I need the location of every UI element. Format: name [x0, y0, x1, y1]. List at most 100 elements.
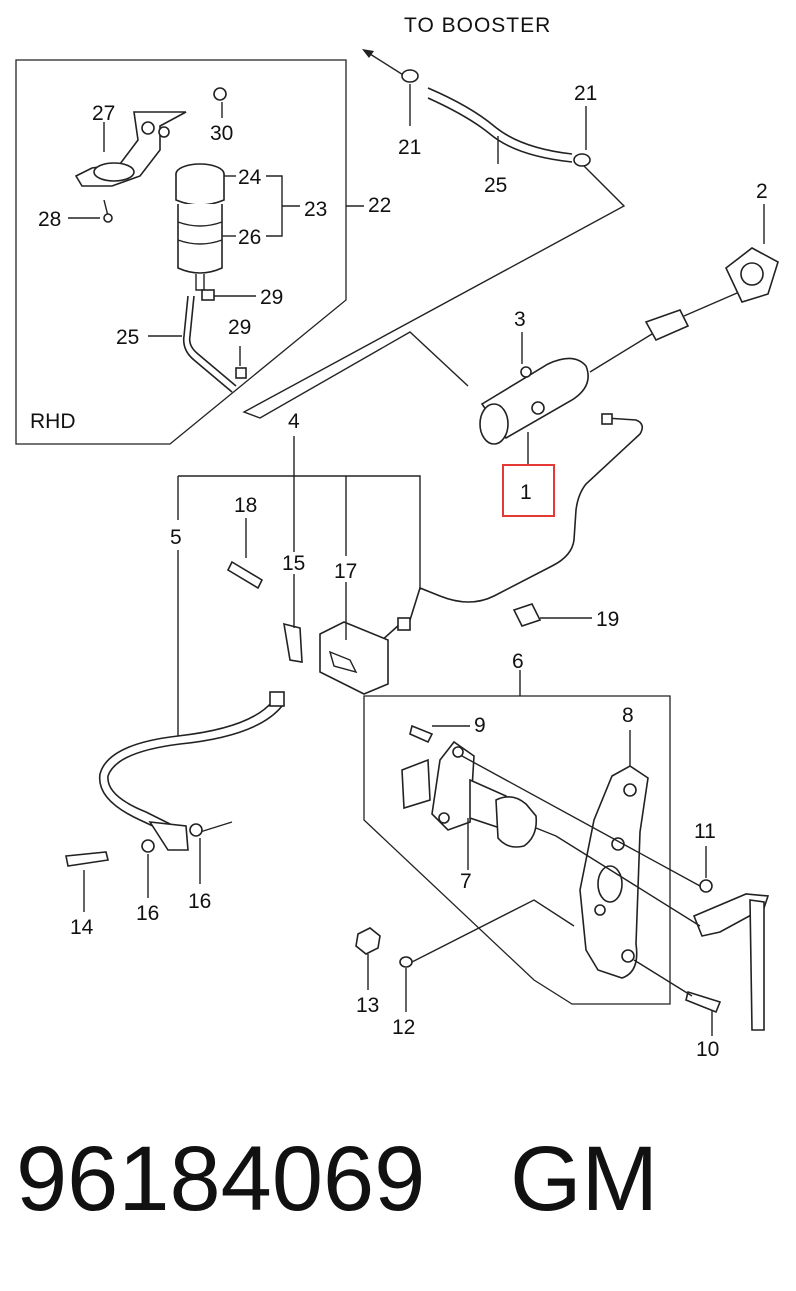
part-number: 96184069 [16, 1128, 425, 1230]
booster-hose [427, 87, 573, 155]
callout-27: 27 [92, 102, 115, 125]
clip-15 [283, 622, 303, 663]
callout-23: 23 [304, 198, 327, 221]
callout-29a: 29 [260, 286, 283, 309]
slave-bleeder-block [401, 758, 431, 810]
callout-30: 30 [210, 122, 233, 145]
plate-hole [621, 949, 635, 963]
plate-hole [594, 904, 606, 916]
bolt-9 [409, 724, 434, 744]
slave-pushrod [535, 827, 557, 837]
hose-clip-21a [401, 69, 419, 83]
callout-8: 8 [622, 704, 634, 727]
washer-12 [399, 956, 413, 968]
callout-6: 6 [512, 650, 524, 673]
callout-21a: 21 [398, 136, 421, 159]
gasket-hole [740, 262, 764, 286]
clutch-master-cylinder [479, 247, 779, 445]
clutch-slave-cylinder [401, 724, 557, 848]
support-rod [749, 899, 765, 1031]
callout-11: 11 [694, 820, 716, 843]
rhd-label: RHD [30, 410, 76, 433]
callout-25b: 25 [116, 326, 139, 349]
nut-11 [699, 879, 713, 893]
callout-17: 17 [334, 560, 357, 583]
clutch-hose-wall [107, 705, 283, 827]
callout-28: 28 [38, 208, 61, 231]
washer-16a [141, 839, 155, 853]
slave-boot [495, 796, 538, 848]
banjo-bolt-14 [65, 851, 109, 867]
callout-4: 4 [288, 410, 300, 433]
bolt-18 [226, 560, 264, 590]
reservoir-body [177, 204, 223, 274]
callout-25a: 25 [484, 174, 507, 197]
booster-arrow-head [362, 49, 374, 58]
plate-hole [623, 783, 637, 797]
bolt-10 [685, 990, 722, 1014]
callout-9: 9 [474, 714, 486, 737]
pipe-fitting-top [601, 413, 613, 425]
booster-hose-wall [427, 97, 573, 163]
callout-12: 12 [392, 1016, 415, 1039]
frame-5-17 [178, 475, 421, 590]
callout-29b: 29 [228, 316, 251, 339]
nut-30 [213, 87, 227, 101]
pipe-fitting-mid [397, 617, 411, 631]
callout-15: 15 [282, 552, 305, 575]
highlight-box [502, 464, 555, 517]
pushrod-clevis [644, 309, 690, 342]
pushrod-rod [683, 289, 745, 317]
callout-21b: 21 [574, 82, 597, 105]
hose-end-line [199, 821, 233, 833]
slave-cylinder-box [363, 695, 671, 1005]
rhd-inset: RHD 27 30 28 24 23 2 [15, 59, 347, 445]
nut-13 [355, 927, 381, 955]
clamp-29-top [201, 289, 215, 301]
callout-19: 19 [596, 608, 619, 631]
pipe-bracket-17 [319, 621, 389, 695]
bracket-hole [158, 126, 170, 138]
hose-fitting [269, 691, 285, 707]
plate-bore [597, 865, 623, 903]
callout-10: 10 [696, 1038, 719, 1061]
callout-7: 7 [460, 870, 472, 893]
clutch-hose [98, 701, 273, 835]
nut-3 [520, 366, 532, 378]
master-cylinder-end [479, 403, 509, 445]
bracket-hole [141, 121, 155, 135]
assembly-guide-lines [461, 755, 701, 997]
hydraulic-pipe [409, 417, 644, 621]
brand-name: GM [510, 1128, 658, 1230]
reservoir-cap [175, 174, 225, 206]
washer-guide-line [411, 899, 575, 963]
washer-16b [189, 823, 203, 837]
hose-end-fitting [148, 821, 189, 851]
reservoir-outlet [195, 274, 205, 291]
master-cylinder-body [480, 357, 589, 440]
flange-hole [438, 812, 450, 824]
callout-2: 2 [756, 180, 768, 203]
master-cylinder-port [531, 401, 545, 415]
callout-18: 18 [234, 494, 257, 517]
callout-22: 22 [368, 194, 391, 217]
clamp-29-bottom [235, 367, 247, 379]
bracket-clamp-ring [93, 162, 135, 182]
assembly-link-line [242, 165, 626, 419]
screw-28-head [103, 213, 113, 223]
bracket-cutout [328, 650, 358, 674]
callout-26: 26 [238, 226, 261, 249]
rhd-hose-wall [188, 295, 237, 387]
callout-24: 24 [238, 166, 262, 189]
pushrod [589, 333, 653, 373]
callout-5: 5 [170, 526, 182, 549]
to-booster-label: TO BOOSTER [404, 14, 551, 37]
reservoir-ribs [177, 221, 223, 245]
hose-clip-21b [573, 153, 591, 167]
callout-16a: 16 [136, 902, 159, 925]
slave-flange [431, 740, 475, 831]
callout-3: 3 [514, 308, 526, 331]
rhd-inset-frame [15, 59, 347, 445]
